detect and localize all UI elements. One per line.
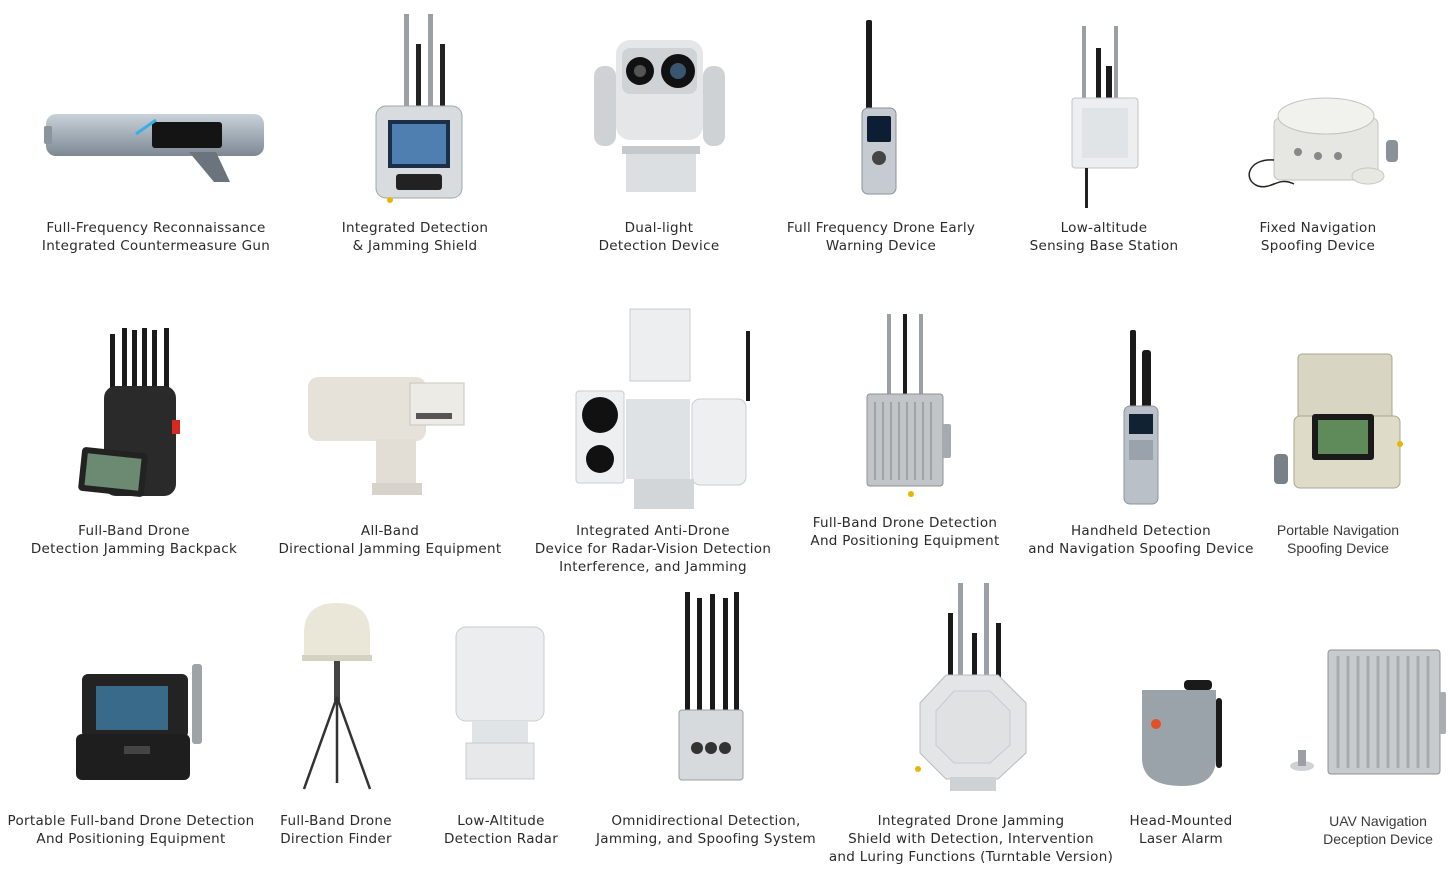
directional-jammer-icon [306, 375, 466, 501]
jamming-backpack-icon [78, 328, 188, 504]
direction-finder-tripod-icon [296, 603, 378, 795]
fixed-nav-spoofing-box-icon [1238, 90, 1408, 204]
handheld-spoofing-device-icon [1120, 330, 1162, 510]
portable-full-band-case-icon [72, 662, 212, 786]
dual-light-camera-icon [592, 38, 727, 197]
portable-nav-case-icon [1268, 352, 1408, 496]
countermeasure-gun-icon [44, 100, 269, 194]
product-caption: Omnidirectional Detection,Jamming, and S… [595, 813, 817, 847]
detection-radar-icon [452, 625, 547, 784]
product-caption: Integrated Detection& Jamming Shield [341, 220, 489, 254]
positioning-equipment-icon [865, 314, 955, 504]
sensing-base-station-icon [1070, 26, 1140, 215]
early-warning-radio-icon [860, 20, 900, 199]
uav-nav-deception-enclosure-icon [1282, 640, 1447, 784]
jamming-shield-icon [372, 14, 467, 208]
laser-alarm-icon [1138, 680, 1224, 792]
radar-vision-device-icon [574, 307, 754, 516]
omnidirectional-system-icon [677, 592, 747, 786]
turntable-jamming-shield-icon [912, 583, 1032, 797]
